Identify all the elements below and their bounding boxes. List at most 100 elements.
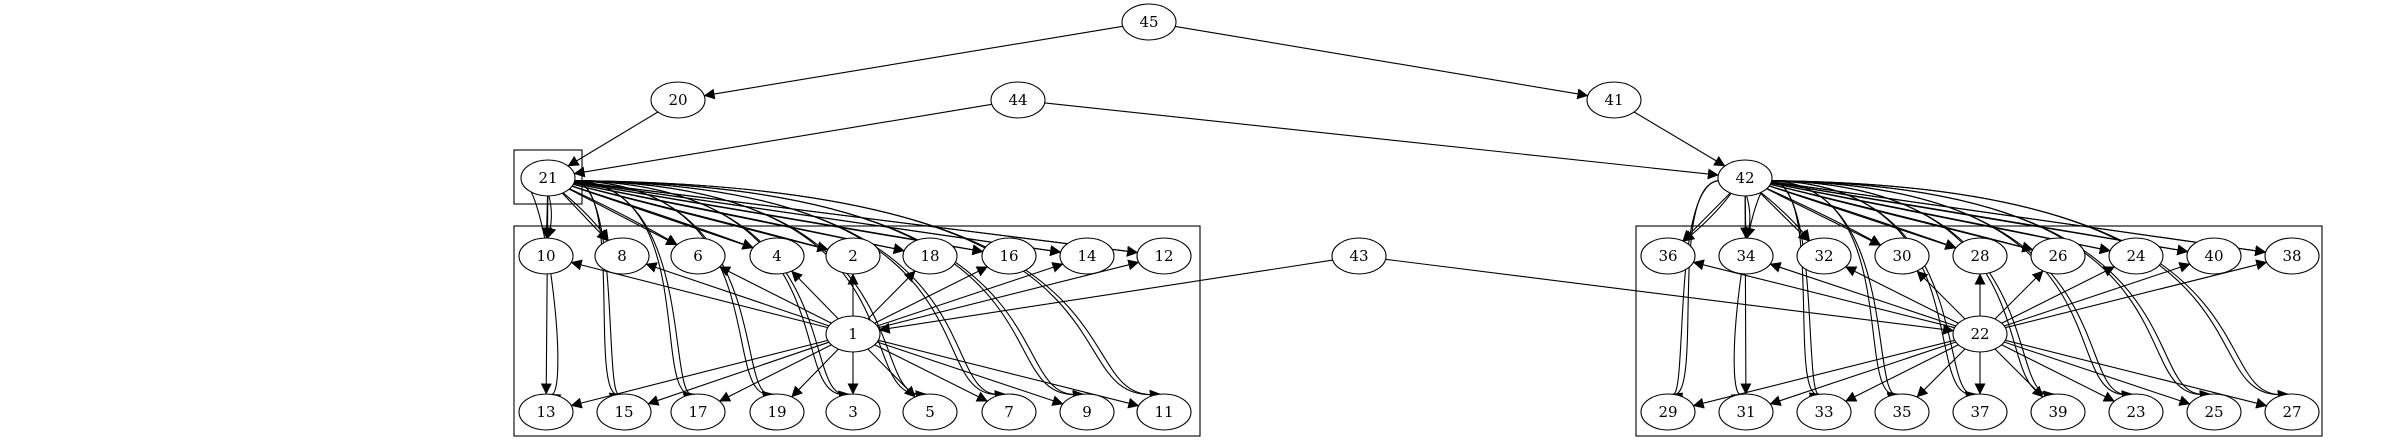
node-39: 39 [2030,393,2086,431]
node-25-shape [2186,393,2242,431]
node-2: 2 [825,237,881,275]
edge-22-to-27 [2005,339,2268,409]
edges [521,25,2289,409]
edge-21-to-4-2 [572,185,754,250]
edge-1-to-16 [874,266,988,324]
edge-21-to-10-2 [545,195,557,239]
node-34-shape [1718,237,1774,275]
node-24-label: 24 [2126,247,2145,265]
edge-42-to-27-2 [1771,180,2289,401]
edge-43-to-1 [878,259,1333,334]
node-9-label: 9 [1082,403,1092,421]
node-15-shape [596,393,652,431]
edge-22-to-25 [2003,341,2191,406]
node-21-label: 21 [538,169,557,187]
node-38-label: 38 [2282,247,2301,265]
node-34: 34 [1718,237,1774,275]
edge-22-to-30 [1916,270,1966,320]
node-23-label: 23 [2126,403,2145,421]
edge-1-to-19 [791,348,839,398]
edge-21-to-15-2 [574,180,621,403]
edge-44-to-21 [573,103,992,178]
node-12: 12 [1136,237,1192,275]
node-44: 44 [990,81,1046,119]
node-13: 13 [518,393,574,431]
edge-22-to-36 [1692,259,1955,329]
node-17-label: 17 [688,403,707,421]
edge-21-to-4 [571,185,754,250]
node-36-shape [1640,237,1696,275]
edge-22-to-34 [1769,262,1957,327]
node-14-shape [1059,237,1115,275]
node-37-shape [1952,393,2008,431]
edge-22-to-39 [1994,348,2044,398]
node-41: 41 [1586,81,1642,119]
node-7-shape [981,393,1037,431]
node-35-label: 35 [1892,403,1911,421]
node-45-shape [1121,3,1177,41]
edge-44-to-42 [1044,102,1719,180]
node-25-label: 25 [2204,403,2223,421]
node-19: 19 [749,393,805,431]
node-15: 15 [596,393,652,431]
node-31-shape [1718,393,1774,431]
node-7-label: 7 [1004,403,1014,421]
node-10-shape [518,237,574,275]
node-35: 35 [1874,393,1930,431]
edge-21-to-19-2 [574,180,774,402]
edge-1-to-17 [719,344,832,402]
node-20-shape [650,81,706,119]
node-43-label: 43 [1349,247,1368,265]
edge-42-to-25-2 [1771,180,2211,401]
edge-42-to-28-2 [1769,185,1957,250]
node-5-shape [902,393,958,431]
node-11: 11 [1136,393,1192,431]
edge-21-to-2-2 [573,183,829,253]
edge-42-to-37-2 [1771,180,1977,402]
edge-1-to-15 [647,341,830,406]
edge-22-to-33 [1845,344,1959,402]
node-40-label: 40 [2204,247,2223,265]
node-6-shape [670,237,726,275]
node-33: 33 [1796,393,1852,431]
edge-21-to-6-2 [569,188,678,246]
node-14: 14 [1059,237,1115,275]
node-25: 25 [2186,393,2242,431]
edge-42-to-30-2 [1766,187,1882,246]
edge-42-to-31 [1740,195,1752,395]
node-16-label: 16 [999,247,1018,265]
edge-22-to-24 [2001,266,2115,324]
node-30: 30 [1874,237,1930,275]
node-42-label: 42 [1735,169,1754,187]
node-16: 16 [981,237,1037,275]
node-18-shape [902,237,958,275]
node-26: 26 [2030,237,2086,275]
edge-21-to-17 [574,180,695,404]
node-38: 38 [2264,237,2320,275]
node-21-shape [520,159,576,197]
node-10: 10 [518,237,574,275]
node-31: 31 [1718,393,1774,431]
node-44-label: 44 [1008,91,1027,109]
edge-1-to-8 [645,262,830,327]
node-12-label: 12 [1154,247,1173,265]
edge-1-to-18 [867,270,916,320]
node-16-shape [981,237,1037,275]
node-2-label: 2 [848,247,858,265]
edge-21-to-8-2 [562,192,609,241]
edge-42-to-30 [1766,188,1881,246]
node-12-shape [1136,237,1192,275]
node-20: 20 [650,81,706,119]
node-43: 43 [1331,237,1387,275]
node-28-shape [1952,237,2008,275]
node-22: 22 [1952,315,2008,353]
node-36: 36 [1640,237,1696,275]
node-6: 6 [670,237,726,275]
edge-45-to-20 [703,25,1123,100]
edge-1-to-12 [878,259,1140,329]
node-9: 9 [1059,393,1115,431]
edge-42-to-33-2 [1771,180,1821,403]
node-3-label: 3 [848,403,858,421]
edge-43-to-22 [1385,258,1955,335]
